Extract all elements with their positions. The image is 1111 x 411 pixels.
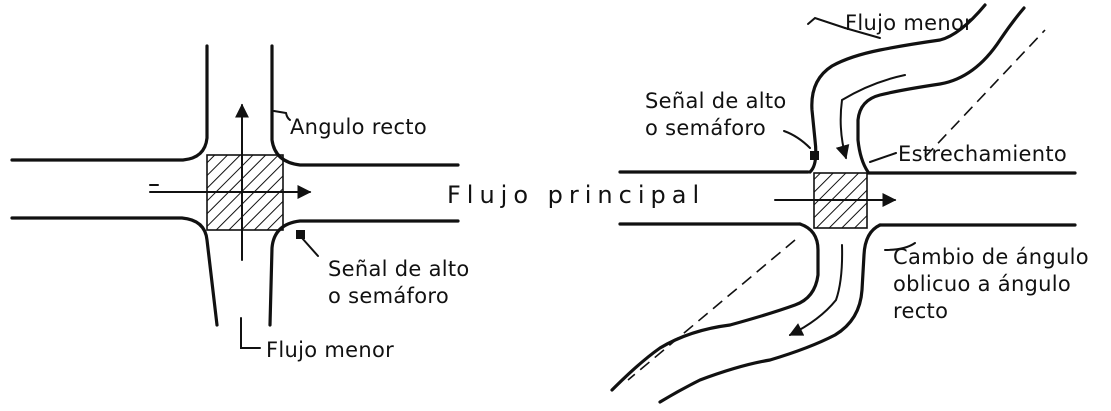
right-lower-road-right-edge <box>658 223 882 404</box>
left-main-road-bottom-edge-left <box>10 216 219 327</box>
right-cambio-leader <box>884 242 916 251</box>
left-flujo-menor-leader <box>240 317 261 349</box>
right-estrechamiento-leader <box>869 152 897 163</box>
right-lower-road-left-edge <box>610 222 820 392</box>
left-senal-label-line1: Señal de alto <box>328 257 470 281</box>
right-lower-minor-arrow <box>788 244 844 336</box>
left-main-road-top-edge-right <box>270 44 460 167</box>
right-oblique-centerline <box>924 29 1046 158</box>
right-stop-signal-icon <box>810 151 819 160</box>
right-flujo-menor-label: Flujo menor <box>845 11 973 35</box>
right-cambio-label-line2: oblicuo a ángulo <box>893 272 1071 296</box>
left-angulo-recto-label: Angulo recto <box>290 115 427 139</box>
left-stop-signal-icon <box>296 230 305 239</box>
left-senal-label-line2: o semáforo <box>328 284 449 308</box>
left-main-road-top-edge-left <box>10 44 209 162</box>
right-upper-road-right-edge <box>856 6 1026 174</box>
right-senal-label-line1: Señal de alto <box>645 89 787 113</box>
right-senal-label-line2: o semáforo <box>645 116 766 140</box>
right-upper-minor-arrow <box>835 74 906 160</box>
left-flujo-menor-label: Flujo menor <box>266 338 394 362</box>
right-oblique-centerline-lower <box>627 239 796 381</box>
right-flujo-menor-leader-b <box>844 27 881 39</box>
flujo-principal-label: Flujo principal <box>447 181 705 209</box>
right-cambio-label-line3: recto <box>893 299 948 323</box>
right-cambio-label-line1: Cambio de ángulo <box>893 245 1089 269</box>
right-senal-leader <box>783 130 811 149</box>
left-angulo-leader <box>273 110 291 121</box>
right-estrechamiento-label: Estrechamiento <box>898 142 1067 166</box>
right-intersection: Flujo menor Señal de alto o semáforo Est… <box>610 3 1089 404</box>
right-upper-road-left-edge <box>808 3 987 174</box>
right-flujo-menor-leader-a <box>807 16 846 29</box>
left-senal-leader <box>301 237 319 257</box>
left-intersection: Angulo recto Señal de alto o semáforo Fl… <box>10 44 470 362</box>
